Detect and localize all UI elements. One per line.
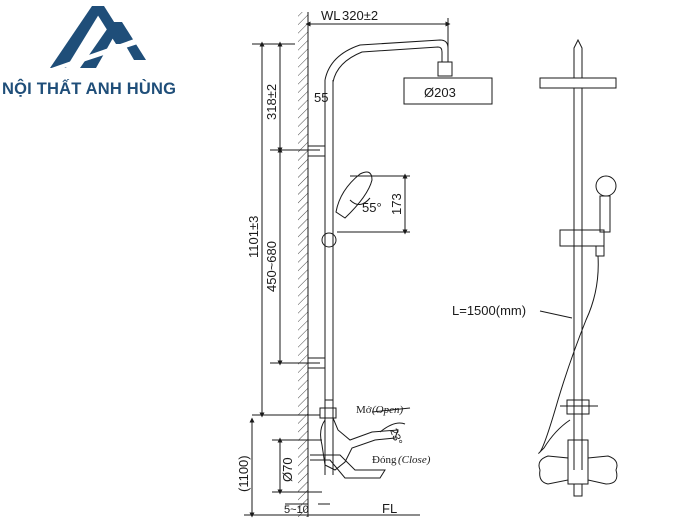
hose-length-label: L=1500(mm): [452, 303, 526, 318]
head-offset-label: 318±2: [264, 84, 279, 120]
floor-line-label: FL: [382, 501, 397, 516]
close-vi-label: Đóng: [372, 454, 397, 466]
brand-logo: [40, 6, 160, 72]
handshower-angle-label: 55°: [362, 200, 382, 215]
height-dimensions: [244, 41, 420, 518]
head-diameter-label: Ø203: [424, 85, 456, 100]
inlet-diameter-label: Ø70: [280, 457, 295, 482]
brand-name: NỘI THẤT ANH HÙNG: [2, 80, 177, 98]
total-height-label: 1101±3: [246, 216, 261, 258]
mixer-height-label: (1100): [236, 455, 251, 492]
arm-length-dimension: [305, 18, 451, 60]
arm-length-label: 320±2: [342, 8, 378, 23]
wall-hatch: [298, 12, 309, 517]
riser-pipe-side: [307, 39, 493, 479]
shower-front-view: [538, 38, 618, 497]
open-vi-label: Mở: [356, 404, 372, 416]
wall-line-label: WL: [321, 8, 341, 23]
slide-range-label: 450~680: [264, 241, 279, 292]
close-en-label: (Close): [398, 454, 431, 466]
handshower-height-label: 173: [389, 193, 404, 215]
lever-angle-label: 23°: [387, 427, 404, 447]
open-en-label: (Open): [372, 404, 403, 416]
wall-gap-label: 5~10: [284, 504, 309, 516]
logo-mark-icon: [40, 6, 160, 72]
arm-angle-label: 55: [314, 90, 328, 105]
